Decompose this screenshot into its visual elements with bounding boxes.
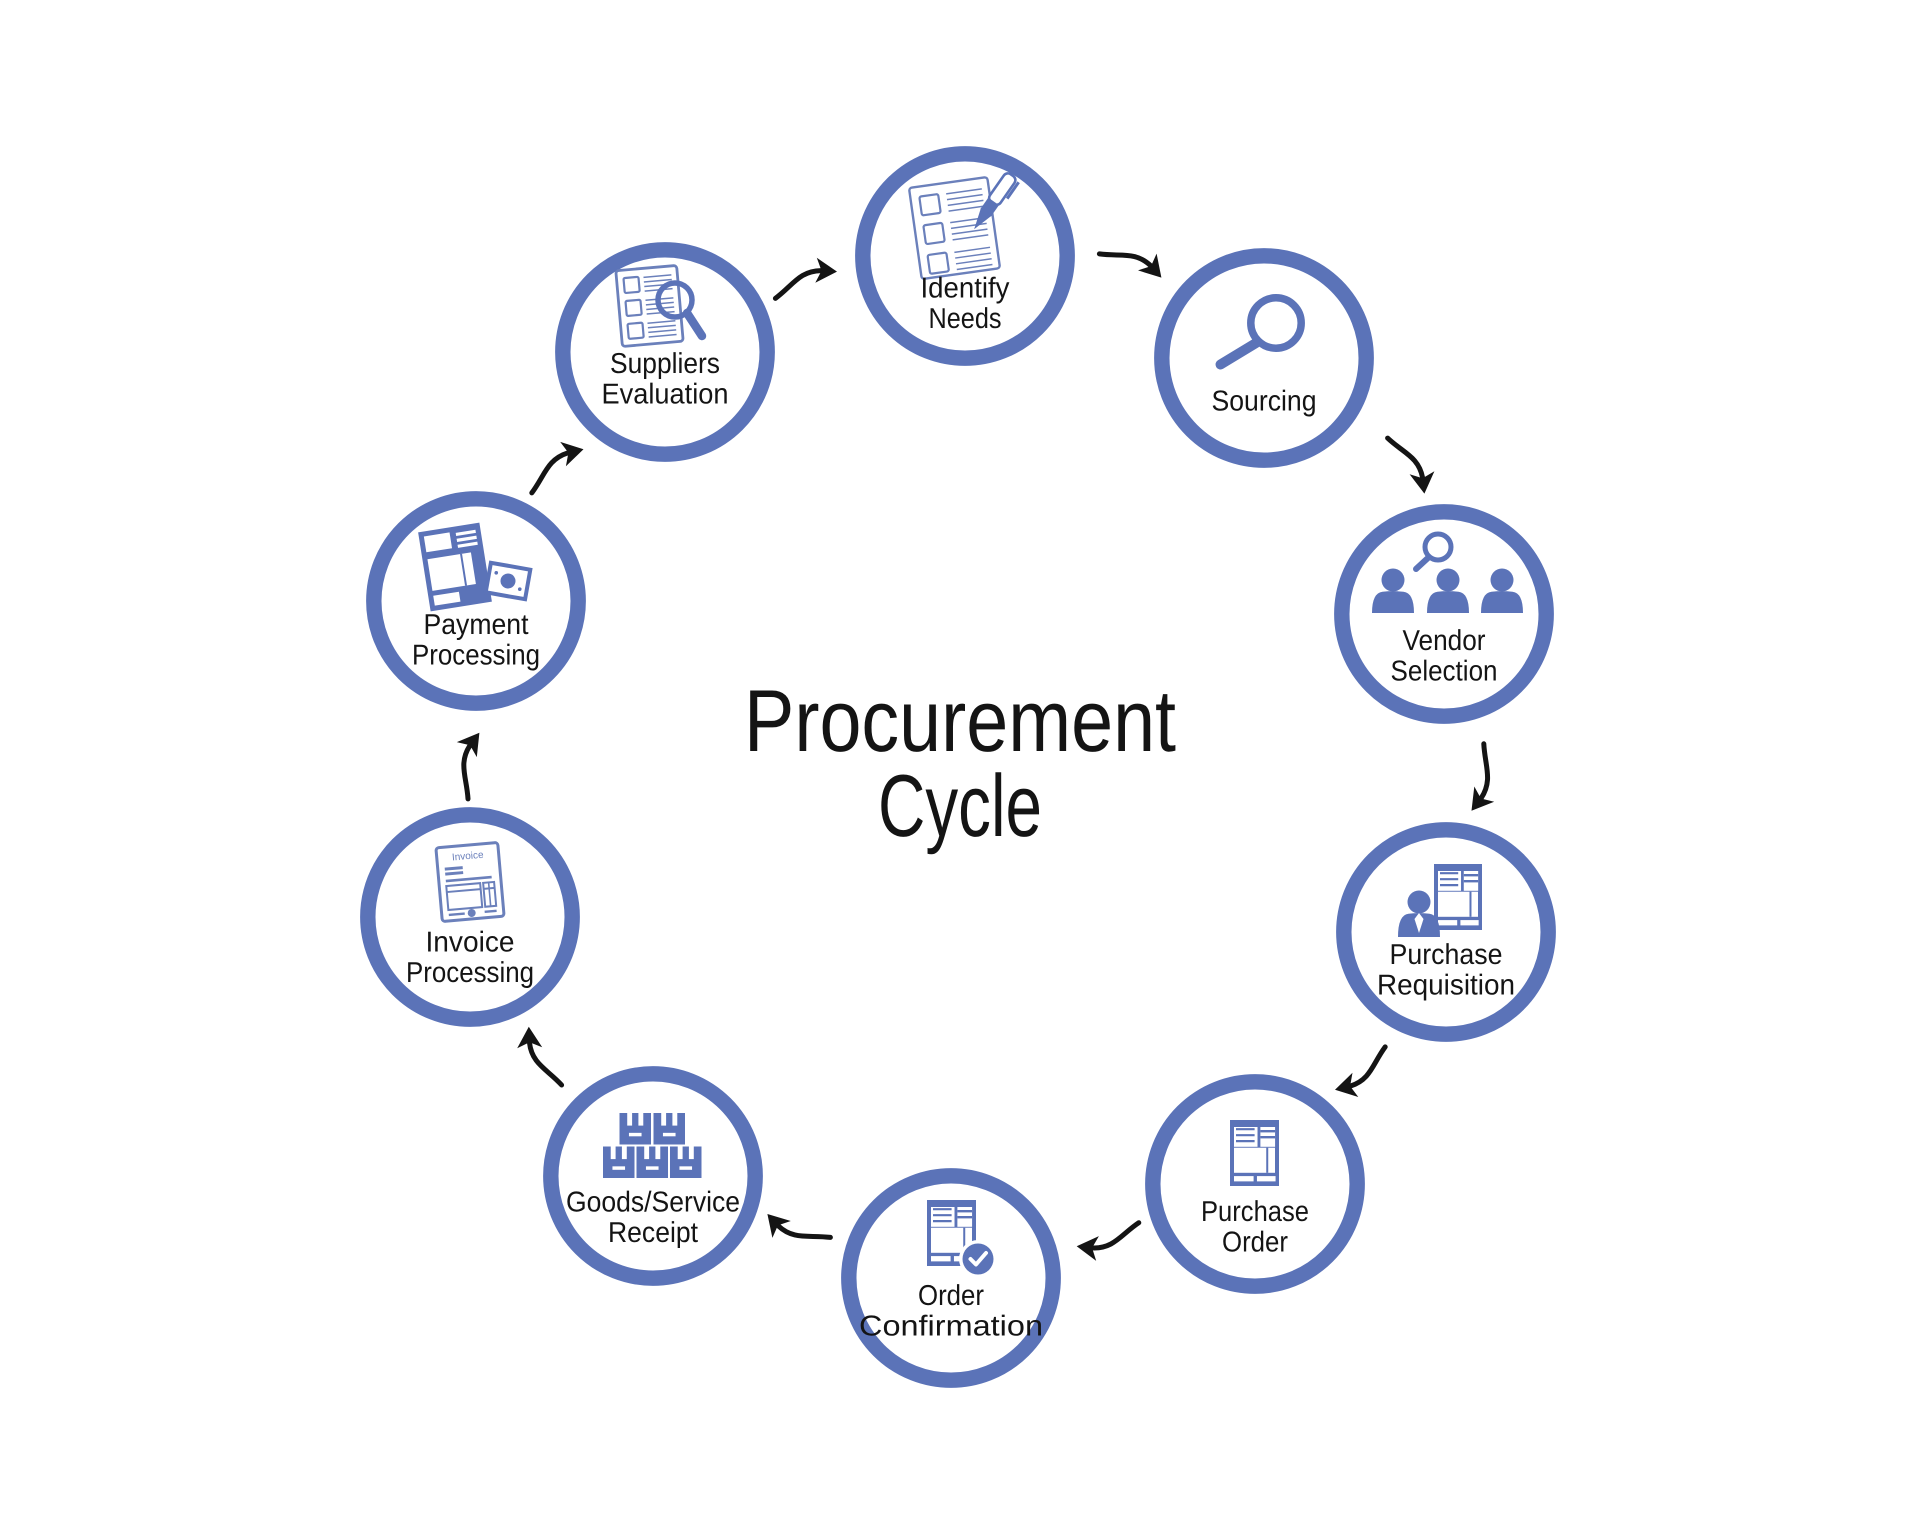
svg-text:Purchase: Purchase: [1390, 939, 1503, 971]
svg-text:Suppliers: Suppliers: [610, 348, 720, 380]
svg-text:Evaluation: Evaluation: [602, 379, 729, 411]
svg-text:Order: Order: [918, 1280, 984, 1312]
svg-text:Sourcing: Sourcing: [1212, 386, 1317, 418]
svg-text:Receipt: Receipt: [608, 1217, 698, 1249]
svg-text:Invoice: Invoice: [426, 927, 515, 959]
svg-text:Processing: Processing: [406, 957, 534, 989]
svg-text:Confirmation: Confirmation: [859, 1311, 1043, 1343]
svg-text:Invoice: Invoice: [452, 850, 485, 864]
svg-text:Requisition: Requisition: [1377, 970, 1515, 1002]
svg-text:Cycle: Cycle: [878, 756, 1042, 855]
svg-text:Payment: Payment: [424, 609, 529, 641]
svg-text:Purchase: Purchase: [1201, 1196, 1309, 1228]
svg-text:Order: Order: [1222, 1227, 1288, 1259]
svg-text:Selection: Selection: [1391, 656, 1498, 688]
svg-text:Identify: Identify: [921, 273, 1011, 305]
svg-text:Vendor: Vendor: [1403, 625, 1486, 657]
svg-text:Goods/Service: Goods/Service: [566, 1187, 740, 1219]
svg-text:Processing: Processing: [412, 640, 540, 672]
svg-text:Needs: Needs: [929, 303, 1002, 335]
svg-text:Procurement: Procurement: [744, 671, 1176, 770]
